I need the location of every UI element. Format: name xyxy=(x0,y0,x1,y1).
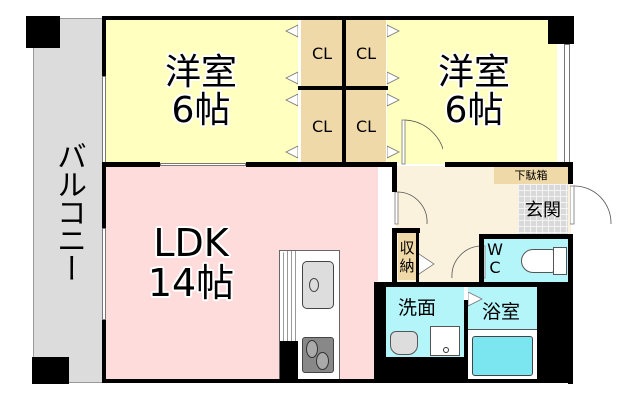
wall-ldk-storage xyxy=(392,228,397,286)
counter-pillar xyxy=(280,341,298,381)
washroom-bottom-wall xyxy=(384,357,468,382)
entrance-door[interactable] xyxy=(570,184,620,234)
room-name: 洋室 xyxy=(164,52,237,93)
bedroom-east-door[interactable] xyxy=(393,118,443,168)
toilet-tank-icon xyxy=(553,247,567,275)
wc-letter: W xyxy=(487,240,503,259)
sliding-door-bedroom-ldk[interactable] xyxy=(160,163,246,166)
balcony-pillar-top xyxy=(26,16,60,48)
closet-label: CL xyxy=(355,44,377,63)
bedroom-east-label: 洋室 6帖 xyxy=(419,54,529,130)
storage-label: 収 xyxy=(399,238,415,257)
storage-label: 納 xyxy=(399,256,415,275)
room-size: 6帖 xyxy=(444,89,504,131)
bedroom-west: 洋室 6帖 xyxy=(106,20,298,164)
washroom-label: 洗面 xyxy=(398,297,437,319)
washbasin-icon xyxy=(390,331,418,355)
closet-3[interactable]: CL xyxy=(301,90,343,163)
storage[interactable]: 収 納 xyxy=(398,233,416,280)
shoe-cabinet: 下駄箱 xyxy=(494,166,568,184)
wall-south xyxy=(102,379,572,383)
ldk-label: LDK 14帖 xyxy=(126,221,256,305)
wall-storage-right xyxy=(416,228,419,284)
room-name: LDK xyxy=(153,221,229,265)
room-size: 14帖 xyxy=(147,260,235,305)
wall-wash-bath xyxy=(464,300,468,382)
closet-2[interactable]: CL xyxy=(346,20,386,87)
wall-bedroom-ldk-right xyxy=(246,162,394,167)
counter-edge xyxy=(280,251,298,341)
pillar-northeast xyxy=(548,16,574,44)
closet-label: CL xyxy=(311,44,333,63)
wall-wet-top xyxy=(380,282,572,287)
bathroom-door[interactable] xyxy=(468,292,488,322)
bathroom: 浴室 xyxy=(468,287,537,381)
room-size: 6帖 xyxy=(171,89,231,131)
stove-icon xyxy=(302,337,334,373)
toilet-label: W C xyxy=(487,241,503,277)
bathroom-label: 浴室 xyxy=(482,301,521,323)
storage-door[interactable] xyxy=(416,237,446,287)
entrance-label: 玄関 xyxy=(525,200,561,221)
wall-east-lower xyxy=(568,234,573,384)
balcony-label: バルコニー xyxy=(51,141,86,281)
sink-icon xyxy=(302,261,334,309)
closet-1[interactable]: CL xyxy=(301,20,343,87)
wc-letter: C xyxy=(489,258,501,277)
bathtub-icon xyxy=(472,336,533,376)
wall-closet-divider-h xyxy=(298,86,388,90)
wall-storage-top xyxy=(392,228,420,233)
east-window[interactable] xyxy=(564,44,570,164)
closet-4[interactable]: CL xyxy=(346,90,386,163)
wall-hall-north xyxy=(445,162,573,167)
wall-north xyxy=(102,16,574,20)
wall-washroom-left xyxy=(380,282,386,382)
balcony-pillar-bottom xyxy=(32,357,69,384)
balcony: バルコニー xyxy=(33,18,103,383)
shoe-cabinet-label: 下駄箱 xyxy=(514,169,548,182)
wall-wc-left xyxy=(479,234,484,286)
west-window-lower[interactable] xyxy=(102,228,106,320)
washroom: 洗面 xyxy=(386,287,464,357)
bathroom-east-wall xyxy=(537,282,572,383)
bedroom-west-label: 洋室 6帖 xyxy=(146,54,256,130)
toilet-icon xyxy=(521,249,555,273)
kitchen-counter xyxy=(279,250,340,381)
wall-closet-divider-v xyxy=(342,20,346,165)
bedroom-east: 洋室 6帖 xyxy=(401,20,557,165)
closet-label: CL xyxy=(355,117,377,136)
entrance: 玄関 xyxy=(518,184,568,234)
washing-machine-space xyxy=(430,326,460,356)
wall-wc-top xyxy=(479,234,573,239)
wall-ldk-kitchen-right xyxy=(374,282,380,382)
wall-ldk-hall xyxy=(392,162,397,192)
room-name: 洋室 xyxy=(437,52,510,93)
hallway-door[interactable] xyxy=(393,190,433,230)
west-window-upper[interactable] xyxy=(102,76,106,166)
closet-doors-east xyxy=(387,20,401,163)
toilet-room: W C xyxy=(483,239,568,282)
closet-doors-west xyxy=(284,20,298,163)
wall-bedroom-ldk-left xyxy=(102,162,160,167)
closet-label: CL xyxy=(311,117,333,136)
wall-east-upper xyxy=(568,162,573,184)
bathtub xyxy=(468,329,537,381)
wall-west-upper xyxy=(102,16,106,76)
